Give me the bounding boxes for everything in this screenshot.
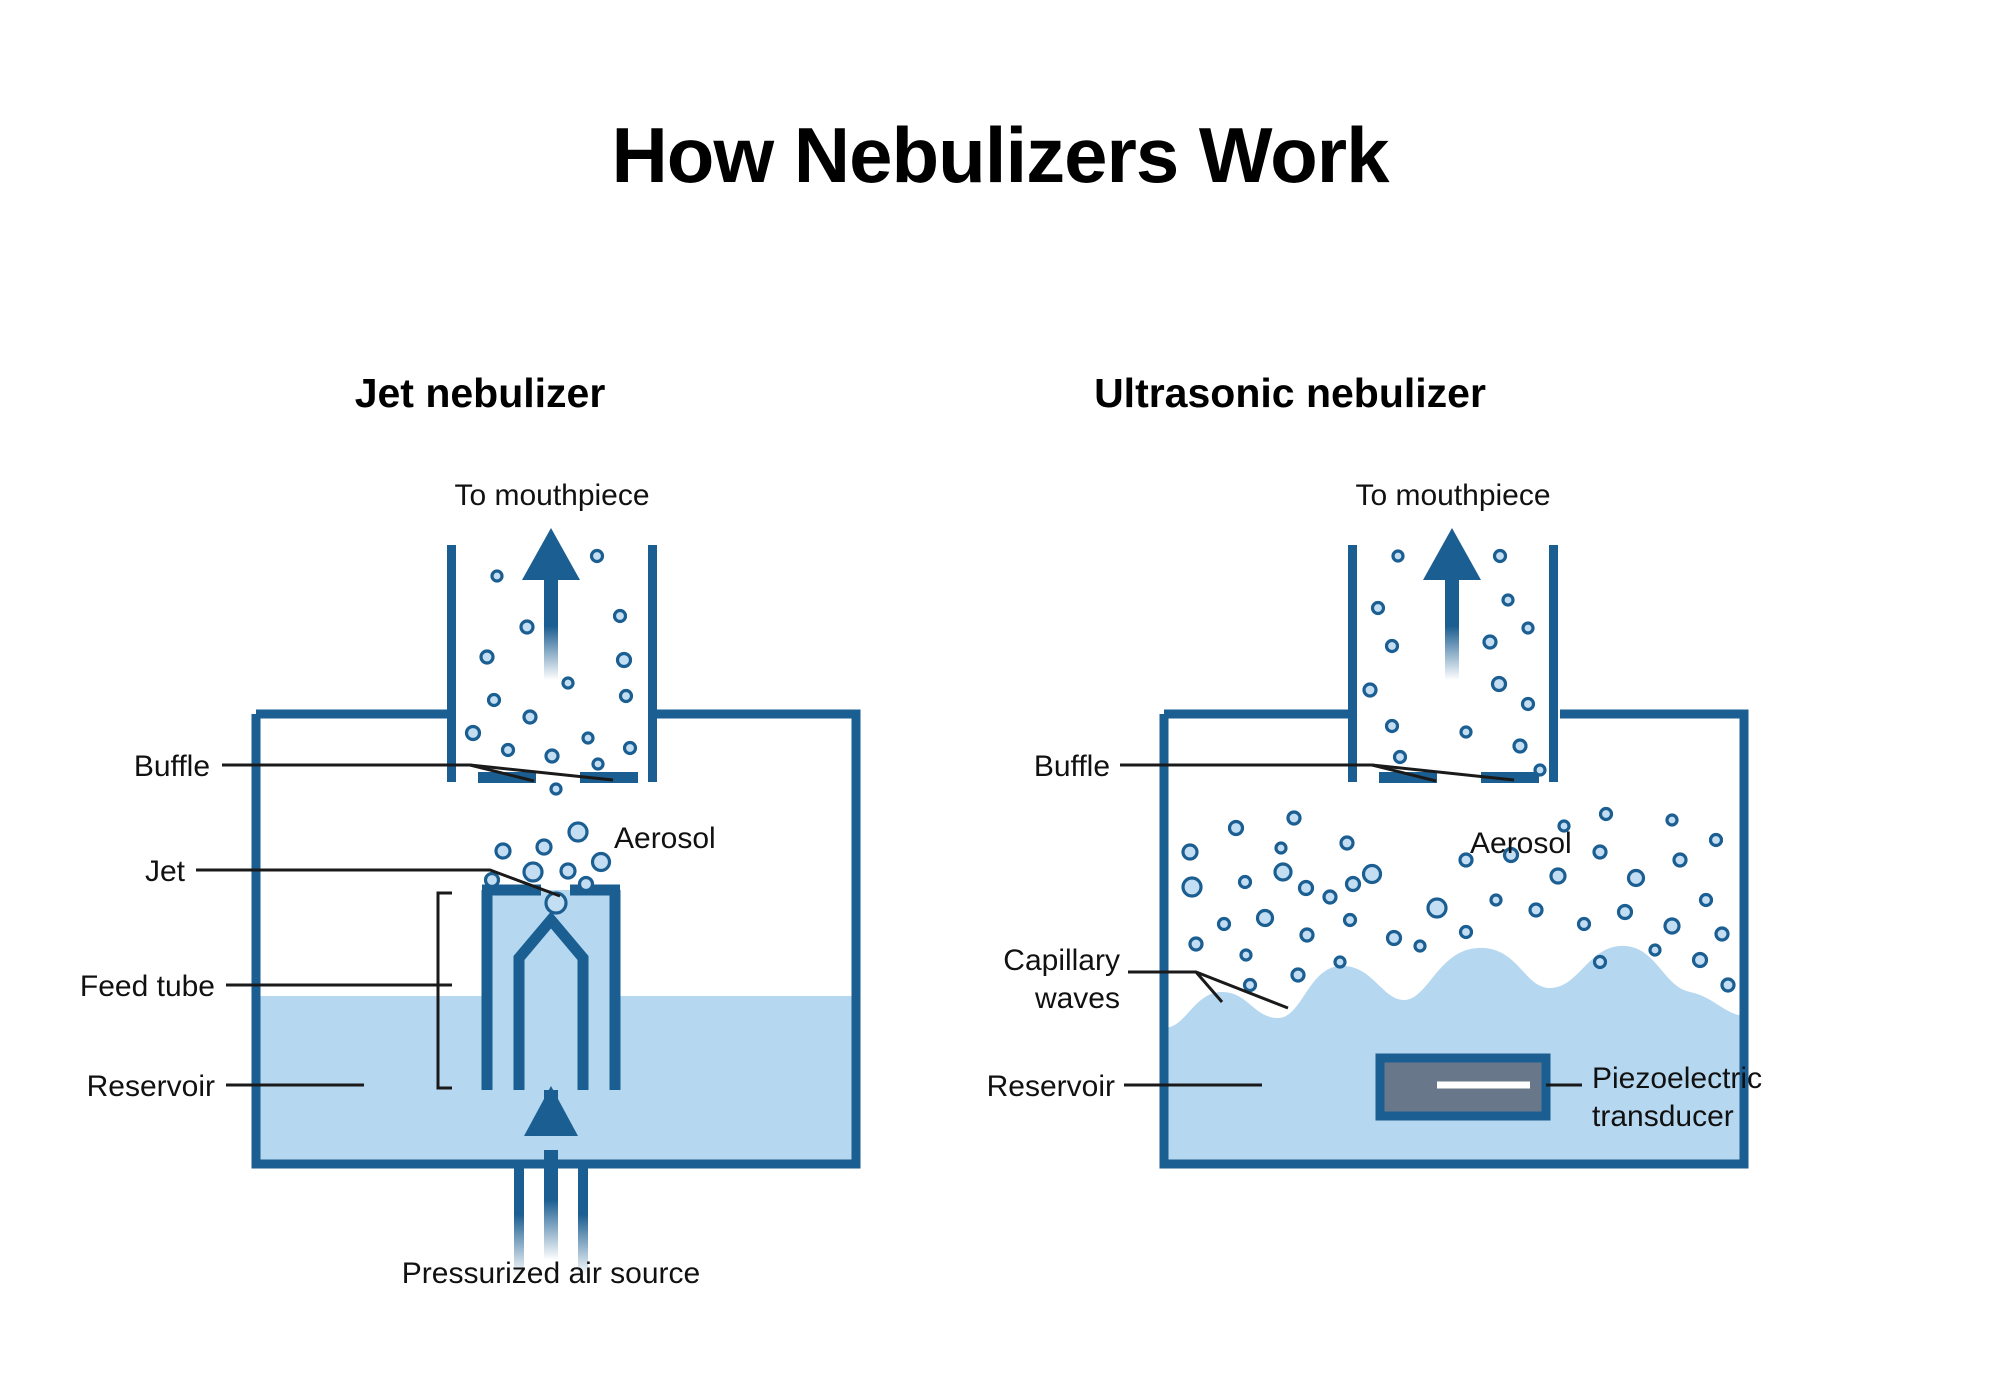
transducer-line-1: Piezoelectric xyxy=(1592,1062,1763,1095)
jet-nozzle-assembly xyxy=(481,884,621,1090)
page-title: How Nebulizers Work xyxy=(611,111,1389,199)
ultrasonic-label-capillary-waves: Capillary waves xyxy=(880,942,1120,1017)
jet-baffle xyxy=(478,772,638,783)
ultrasonic-panel-subtitle: Ultrasonic nebulizer xyxy=(1094,370,1486,416)
capillary-waves-line-1: Capillary xyxy=(1003,944,1120,977)
jet-label-buffle: Buffle xyxy=(133,750,210,783)
transducer-line-2: transducer xyxy=(1592,1099,1734,1133)
ultrasonic-label-reservoir: Reservoir xyxy=(986,1070,1115,1103)
jet-label-reservoir: Reservoir xyxy=(86,1070,215,1103)
jet-chamber-outline xyxy=(251,709,861,1169)
ultrasonic-leader-lines xyxy=(1120,763,1582,1087)
jet-aerosol-bubbles xyxy=(464,548,638,915)
jet-label-feed-tube: Feed tube xyxy=(79,970,215,1003)
ultrasonic-baffle xyxy=(1379,772,1539,783)
jet-mouthpiece-tube xyxy=(447,545,657,782)
jet-label-to-mouthpiece: To mouthpiece xyxy=(454,479,650,512)
ultrasonic-mouthpiece-tube xyxy=(1348,545,1558,782)
jet-aerosol-flow-arrow xyxy=(522,528,580,680)
piezoelectric-transducer xyxy=(1375,1053,1551,1121)
ultrasonic-aerosol-bubbles xyxy=(1181,548,1736,993)
jet-air-inlet-tube xyxy=(514,1086,588,1276)
jet-label-pressurized-air-source: Pressurized air source xyxy=(401,1257,701,1290)
ultrasonic-label-buffle: Buffle xyxy=(1033,750,1110,783)
jet-label-aerosol: Aerosol xyxy=(614,822,716,855)
ultrasonic-label-to-mouthpiece: To mouthpiece xyxy=(1355,479,1551,512)
ultrasonic-label-aerosol: Aerosol xyxy=(1470,827,1572,860)
ultrasonic-aerosol-flow-arrow xyxy=(1423,528,1481,680)
ultrasonic-chamber-outline xyxy=(1159,709,1749,1169)
jet-label-jet: Jet xyxy=(144,855,185,888)
capillary-waves-line-2: waves xyxy=(1034,981,1120,1015)
jet-leader-lines xyxy=(196,763,614,1090)
jet-panel-subtitle: Jet nebulizer xyxy=(354,370,606,416)
label-piezoelectric-transducer: Piezoelectric transducer xyxy=(1592,1060,1892,1135)
